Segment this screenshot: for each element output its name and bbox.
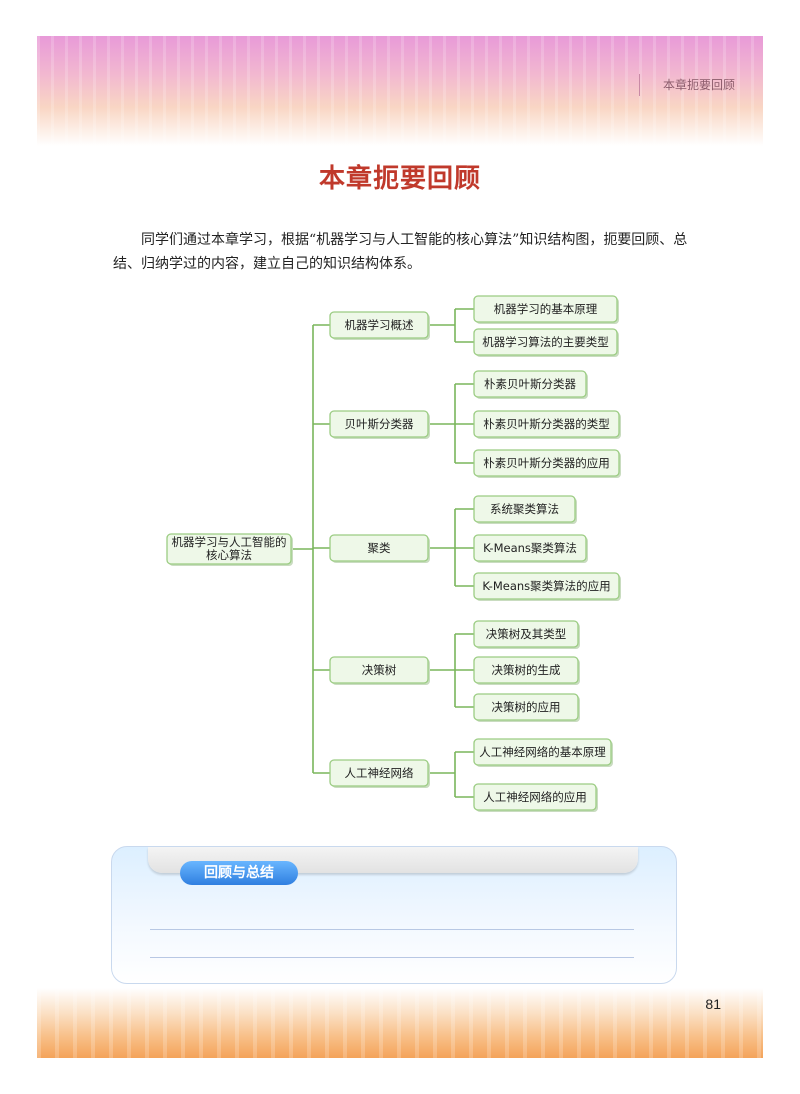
leaf-node-label: 朴素贝叶斯分类器的应用 xyxy=(483,456,610,470)
root-node-label: 机器学习与人工智能的 xyxy=(172,535,287,549)
leaf-node-label: 人工神经网络的应用 xyxy=(483,790,587,804)
branch-node-label: 聚类 xyxy=(368,541,391,555)
leaf-node xyxy=(473,534,587,562)
branch-node-label: 机器学习概述 xyxy=(345,318,414,332)
header-banner: 本章扼要回顾 xyxy=(37,36,763,146)
leaf-node xyxy=(473,295,618,323)
leaf-node-label: 机器学习的基本原理 xyxy=(494,302,598,316)
branch-node xyxy=(329,311,429,339)
leaf-node xyxy=(473,783,597,811)
root-node xyxy=(166,533,292,565)
leaf-node xyxy=(473,495,576,523)
root-node-label: 核心算法 xyxy=(206,548,252,562)
leaf-node xyxy=(473,449,620,477)
leaf-node-label: 决策树的应用 xyxy=(492,700,561,714)
header-pattern xyxy=(37,36,763,146)
review-panel: 回顾与总结 xyxy=(111,846,677,984)
leaf-node xyxy=(473,572,620,600)
writing-line xyxy=(150,929,634,930)
leaf-node-label: K-Means聚类算法的应用 xyxy=(482,579,610,593)
leaf-node xyxy=(473,738,612,766)
leaf-node xyxy=(473,410,620,438)
branch-node-label: 决策树 xyxy=(362,663,397,677)
branch-node-label: 人工神经网络 xyxy=(345,766,414,780)
footer-pattern xyxy=(37,988,763,1058)
leaf-node-label: 机器学习算法的主要类型 xyxy=(482,335,609,349)
leaf-node-label: K-Means聚类算法 xyxy=(483,541,577,555)
leaf-node-label: 系统聚类算法 xyxy=(490,502,559,516)
leaf-node xyxy=(473,693,579,721)
footer-banner xyxy=(37,988,763,1058)
page-title: 本章扼要回顾 xyxy=(318,164,481,194)
branch-node xyxy=(329,656,429,684)
header-section-label: 本章扼要回顾 xyxy=(662,78,735,92)
review-badge: 回顾与总结 xyxy=(180,861,298,885)
intro-paragraph: 同学们通过本章学习，根据“机器学习与人工智能的核心算法”知识结构图，扼要回顾、总… xyxy=(113,232,688,272)
branch-node-label: 贝叶斯分类器 xyxy=(345,417,414,431)
branch-node xyxy=(329,759,429,787)
leaf-node-label: 朴素贝叶斯分类器 xyxy=(484,377,576,391)
writing-line xyxy=(150,957,634,958)
leaf-node xyxy=(473,620,579,648)
textbook-page: 本章扼要回顾 本章扼要回顾 同学们通过本章学习，根据“机器学习与人工智能的核心算… xyxy=(37,36,763,1058)
leaf-node-label: 决策树的生成 xyxy=(492,663,561,677)
leaf-node xyxy=(473,328,618,356)
leaf-node-label: 朴素贝叶斯分类器的类型 xyxy=(483,417,610,431)
branch-node xyxy=(329,410,429,438)
header-separator xyxy=(639,74,640,96)
leaf-node xyxy=(473,656,579,684)
leaf-node-label: 人工神经网络的基本原理 xyxy=(479,745,606,759)
branch-node xyxy=(329,534,429,562)
page-number: 81 xyxy=(705,996,721,1012)
leaf-node xyxy=(473,370,587,398)
leaf-node-label: 决策树及其类型 xyxy=(486,627,567,641)
